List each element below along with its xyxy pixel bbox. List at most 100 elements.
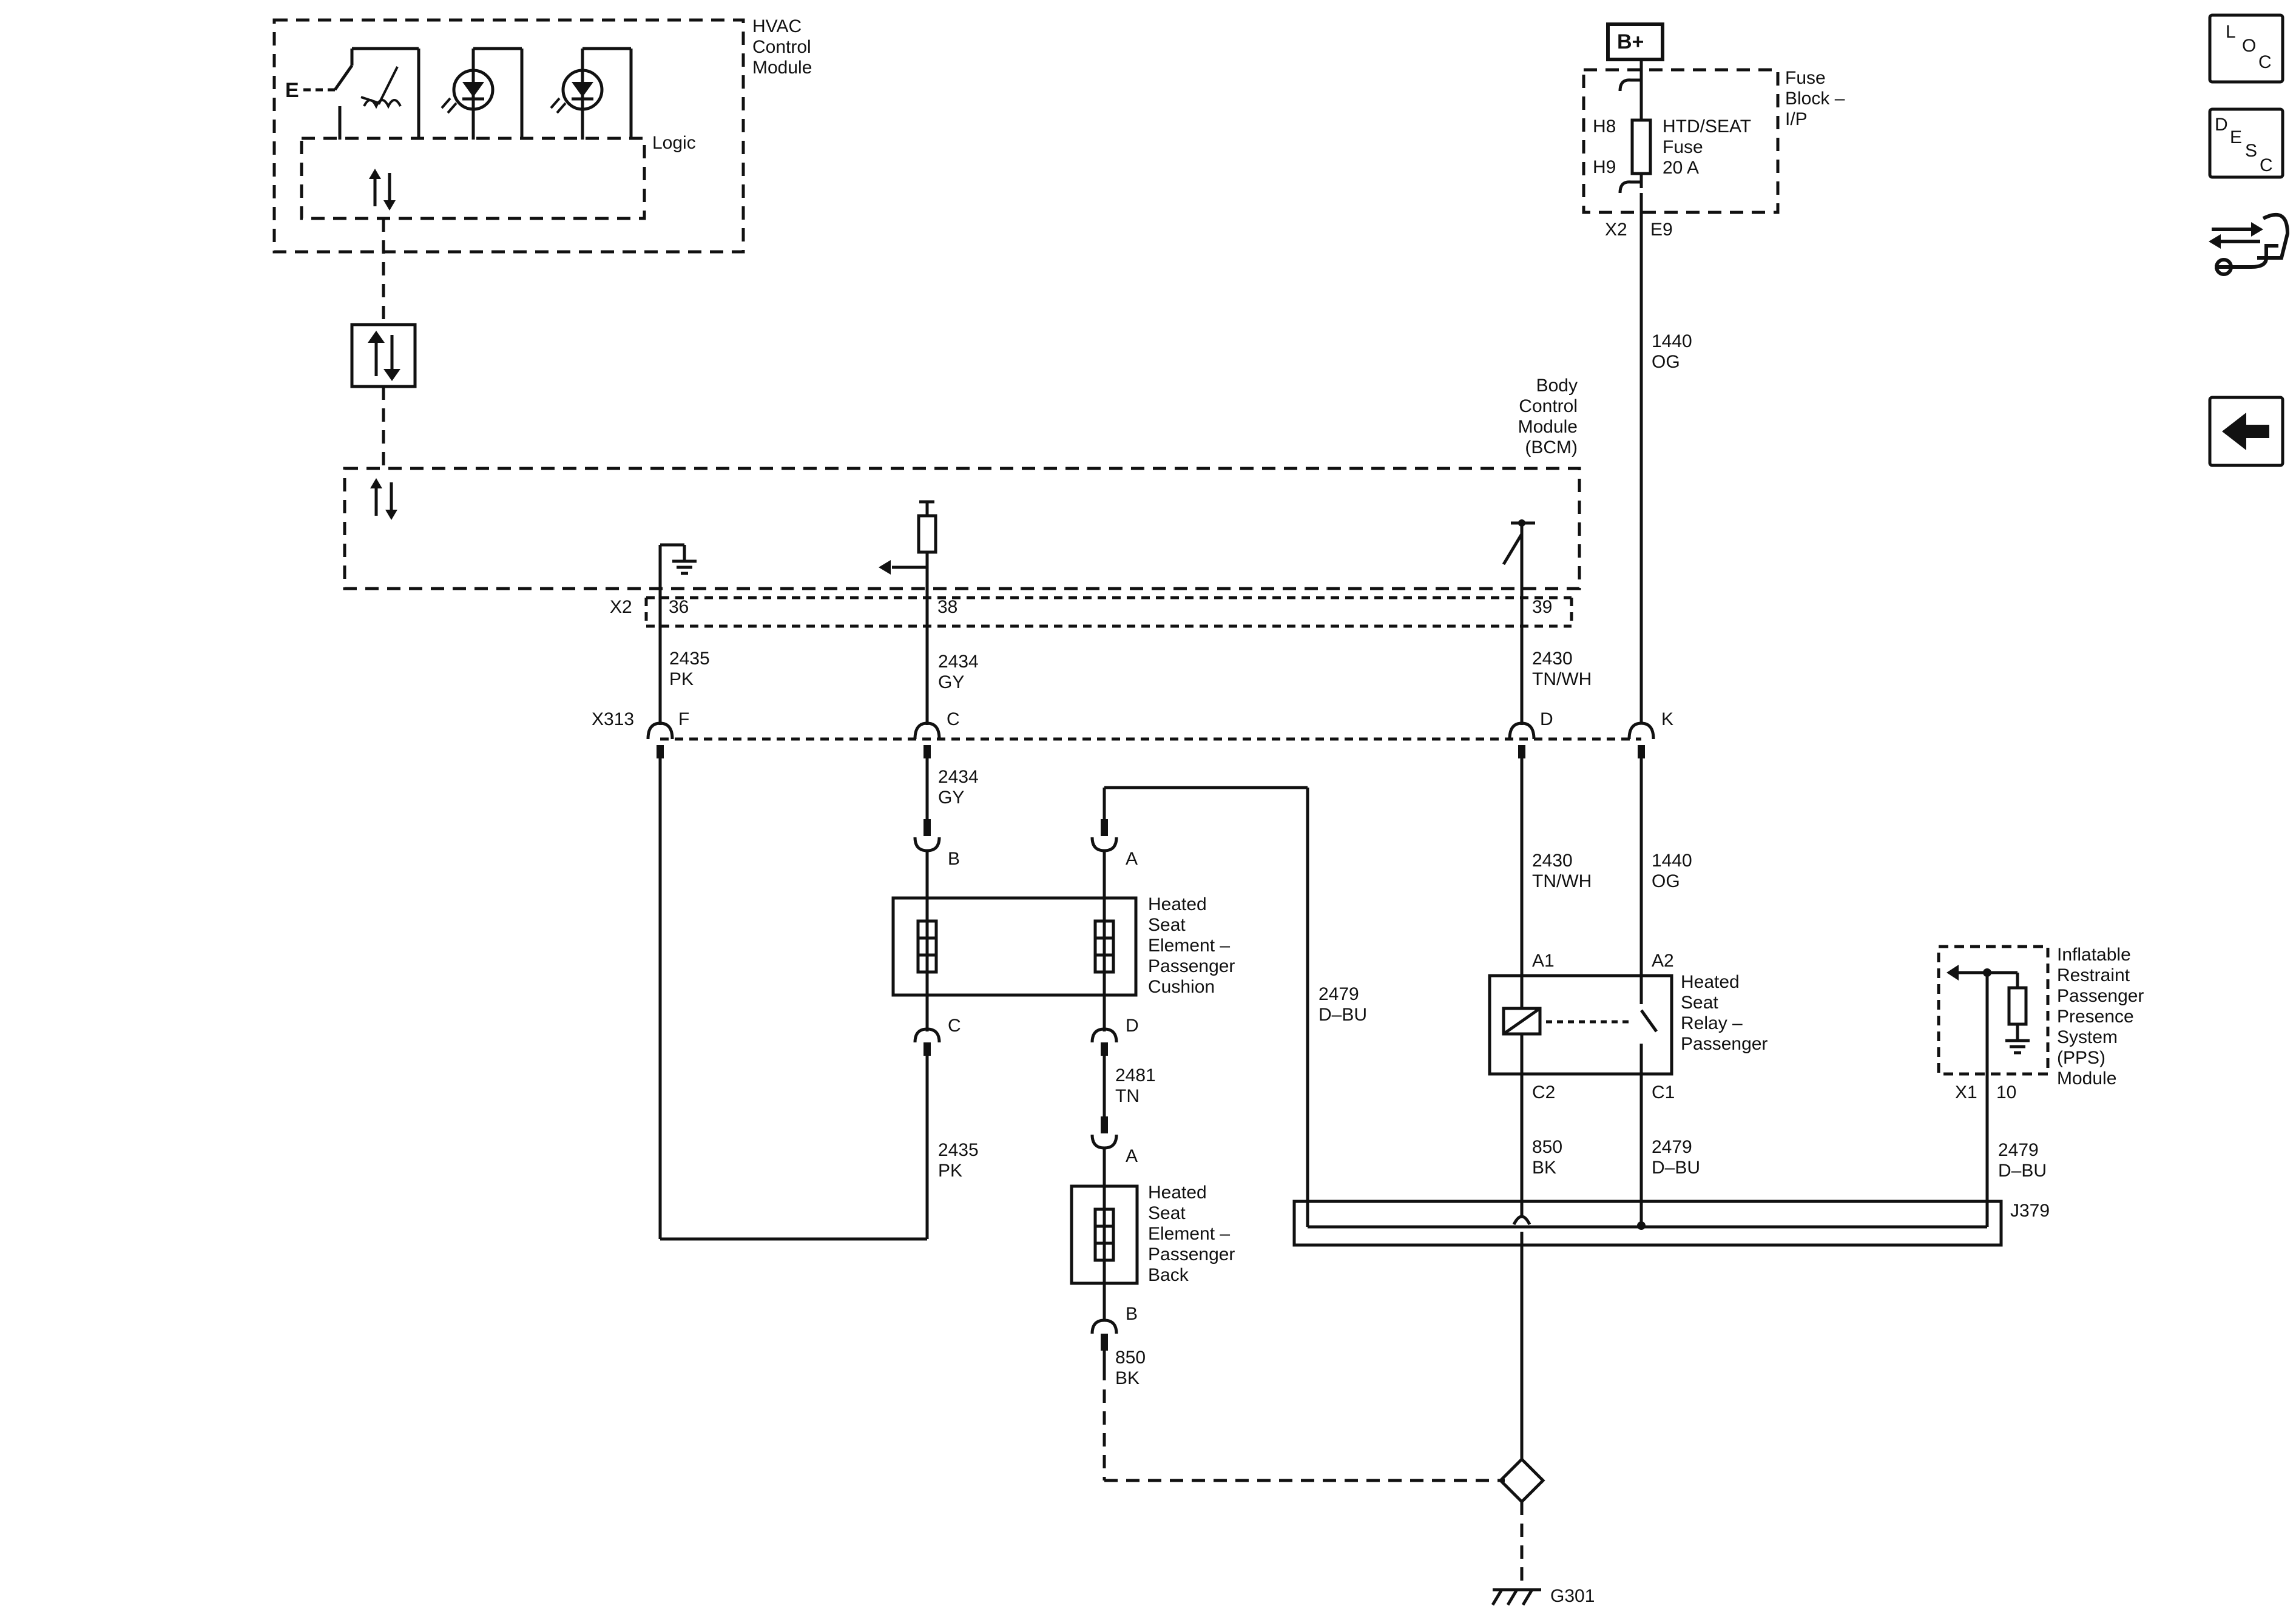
serial-data-icon	[369, 169, 396, 211]
relay-pin-c2: C2	[1532, 1082, 1555, 1102]
back-label-2: Seat	[1148, 1203, 1186, 1223]
fuse-pin-e9: E9	[1650, 220, 1673, 240]
cushion-label-4: Passenger	[1148, 956, 1235, 976]
logic-label: Logic	[652, 133, 696, 153]
wire-2481-color: TN	[1115, 1086, 1140, 1106]
x313-pin-d: D	[1540, 709, 1553, 729]
fuse-block: B+ Fuse Block – I/P H8 H9 HTD/SEAT Fuse …	[1582, 22, 1845, 240]
wire-1440-top-num: 1440	[1652, 331, 1692, 351]
bcm-pin-39: 39	[1532, 597, 1552, 617]
relay-label-3: Relay –	[1681, 1013, 1743, 1033]
back-pin-a: A	[1126, 1146, 1138, 1166]
cushion-label-2: Seat	[1148, 915, 1186, 935]
pps-label-6: (PPS)	[2057, 1048, 2105, 1068]
connector-pinout-icon[interactable]	[2209, 212, 2290, 276]
hvac-label-2: Control	[752, 37, 811, 57]
fuse-label-1: HTD/SEAT	[1663, 116, 1751, 137]
wire-2479-pps-num: 2479	[1998, 1140, 2039, 1160]
relay-switch-icon	[1639, 976, 1658, 1074]
cushion-pin-a: A	[1126, 849, 1138, 869]
seat-switch-icon: E	[285, 47, 420, 140]
wire-2479-left-num: 2479	[1319, 984, 1359, 1004]
svg-text:C: C	[2260, 155, 2273, 175]
x313-pin-f: F	[678, 709, 689, 729]
cushion-pin-d: D	[1126, 1016, 1139, 1036]
back-label-1: Heated	[1148, 1183, 1207, 1203]
fuse-block-label-1: Fuse	[1785, 68, 1826, 88]
cushion-label-3: Element –	[1148, 936, 1230, 956]
location-button[interactable]: L O C	[2208, 13, 2284, 84]
hvac-label-1: HVAC	[752, 16, 802, 36]
x313-pin-k: K	[1661, 709, 1673, 729]
chassis-ground-icon	[1491, 1588, 1541, 1606]
j379-label: J379	[2010, 1201, 2050, 1221]
indicator-led-icon	[441, 47, 524, 140]
wire-2430-mid-num: 2430	[1532, 851, 1573, 871]
switch-icon	[1502, 519, 1535, 565]
wire-2434-top-num: 2434	[938, 652, 979, 672]
pps-label-4: Presence	[2057, 1007, 2134, 1027]
pps-label-7: Module	[2057, 1068, 2116, 1089]
heated-seat-relay: A1 A2 C2 C1 Heated Seat Relay – Passenge…	[1488, 951, 1768, 1102]
svg-text:D: D	[2215, 115, 2228, 135]
svg-text:C: C	[2258, 52, 2272, 72]
wire-2479-left-color: D–BU	[1319, 1005, 1367, 1025]
back-button[interactable]	[2208, 396, 2284, 467]
wire-850-relay-color: BK	[1532, 1158, 1556, 1178]
ground-icon	[660, 543, 697, 575]
serial-data-connector-icon	[350, 323, 417, 388]
wire-1440-mid-num: 1440	[1652, 851, 1692, 871]
pps-label-2: Restraint	[2057, 965, 2130, 985]
relay-pin-a2: A2	[1652, 951, 1674, 971]
wire-2479-relay-color: D–BU	[1652, 1158, 1700, 1178]
bcm-label-3: Module	[1518, 417, 1578, 437]
wire-2479-pps-color: D–BU	[1998, 1161, 2047, 1181]
back-label-5: Back	[1148, 1265, 1189, 1285]
wire-2434-mid-num: 2434	[938, 767, 979, 787]
pps-pin-10: 10	[1996, 1082, 2016, 1102]
bcm-pin-36: 36	[669, 597, 689, 617]
g301-label: G301	[1550, 1586, 1595, 1606]
wire-2435-low-num: 2435	[938, 1140, 979, 1160]
cushion-label-5: Cushion	[1148, 977, 1215, 997]
description-button[interactable]: D E S C	[2208, 107, 2284, 179]
fuse-block-label-3: I/P	[1785, 109, 1808, 129]
fuse-block-label-2: Block –	[1785, 89, 1845, 109]
cushion-pin-b: B	[948, 849, 960, 869]
fuse-pin-h9: H9	[1593, 157, 1616, 177]
relay-pin-a1: A1	[1532, 951, 1555, 971]
pps-label-3: Passenger	[2057, 986, 2144, 1006]
back-pin-b: B	[1126, 1304, 1138, 1324]
svg-text:E: E	[285, 79, 299, 102]
svg-text:S: S	[2245, 141, 2257, 161]
fuse-label-3: 20 A	[1663, 158, 1699, 178]
x313-label: X313	[592, 709, 634, 729]
wire-2434-mid-color: GY	[938, 788, 964, 808]
back-label-4: Passenger	[1148, 1244, 1235, 1264]
battery-label: B+	[1617, 30, 1644, 53]
pps-label-1: Inflatable	[2057, 945, 2131, 965]
relay-coil-icon	[1502, 976, 1632, 1074]
pps-module: Inflatable Restraint Passenger Presence …	[1937, 945, 2144, 1102]
fuse-connector-x2: X2	[1605, 220, 1627, 240]
relay-label-4: Passenger	[1681, 1034, 1768, 1054]
wire-2481-num: 2481	[1115, 1065, 1156, 1085]
heater-element-icon	[1093, 1186, 1115, 1283]
hvac-control-module: HVAC Control Module E	[272, 16, 812, 254]
relay-label-1: Heated	[1681, 972, 1740, 992]
pps-label-5: System	[2057, 1027, 2118, 1047]
svg-text:O: O	[2242, 36, 2256, 56]
resistor-icon	[879, 500, 937, 575]
body-control-module: Body Control Module (BCM) X2 36 38 39	[343, 376, 1581, 628]
x313-connector: X313 F C D K	[592, 709, 1673, 758]
wire-2435-top-color: PK	[669, 669, 694, 689]
relay-label-2: Seat	[1681, 993, 1718, 1013]
cushion-label-1: Heated	[1148, 894, 1207, 914]
wire-2435-low-color: PK	[938, 1161, 962, 1181]
j379-splice-pack: J379	[1292, 1200, 2050, 1247]
wire-1440-top-color: OG	[1652, 352, 1680, 372]
bcm-label-4: (BCM)	[1525, 437, 1578, 457]
bcm-pin-38: 38	[937, 597, 957, 617]
hvac-label-3: Module	[752, 58, 812, 78]
wire-850-back-color: BK	[1115, 1368, 1140, 1388]
